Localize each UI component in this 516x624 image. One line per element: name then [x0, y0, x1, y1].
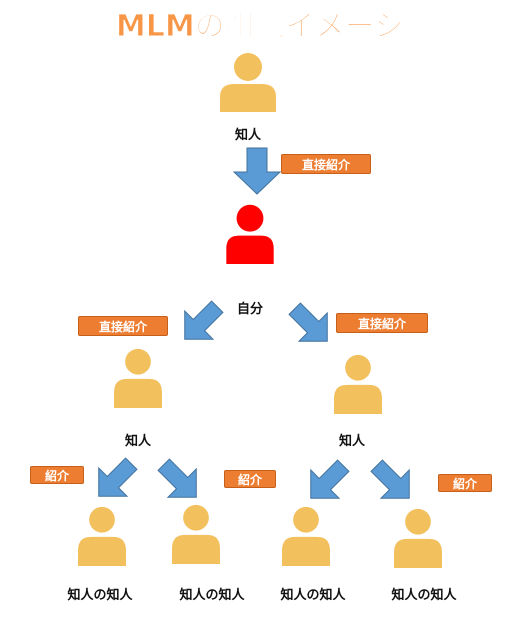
arrow-down-right-icon [157, 458, 197, 498]
person-icon [394, 508, 442, 568]
node-label-right: 知人 [338, 434, 365, 449]
arrow-down-left-icon [310, 459, 350, 499]
tag-left: 直接紹介 [78, 316, 168, 336]
tag-ll: 紹介 [30, 466, 84, 484]
person-icon [172, 504, 220, 564]
tag-rr: 紹介 [438, 474, 492, 492]
node-label-rr: 知人の知人 [391, 588, 457, 603]
node-label-rl: 知人の知人 [280, 588, 346, 603]
arrow-down-left-icon [184, 300, 224, 340]
person-icon [78, 506, 126, 566]
node-label-top: 知人 [234, 128, 261, 143]
person-icon [220, 53, 276, 112]
person-icon [114, 348, 162, 408]
arrow-down-icon [232, 147, 282, 195]
arrow-down-right-icon [370, 459, 410, 499]
tag-lr: 紹介 [224, 470, 276, 488]
node-label-lr: 知人の知人 [179, 588, 245, 603]
tag-top: 直接紹介 [281, 154, 371, 174]
title-text: MLMの組織イメージ [116, 9, 404, 44]
node-label-ll: 知人の知人 [67, 588, 133, 603]
person-icon [282, 506, 330, 566]
diagram-title: MLMの組織イメージ [115, 9, 404, 45]
node-label-self: 自分 [236, 302, 263, 317]
arrow-down-left-icon [98, 457, 138, 497]
arrow-down-right-icon [288, 302, 328, 342]
person-icon [334, 354, 382, 414]
node-label-left: 知人 [124, 434, 151, 449]
tag-right: 直接紹介 [336, 313, 428, 333]
person-self-icon [226, 204, 274, 264]
